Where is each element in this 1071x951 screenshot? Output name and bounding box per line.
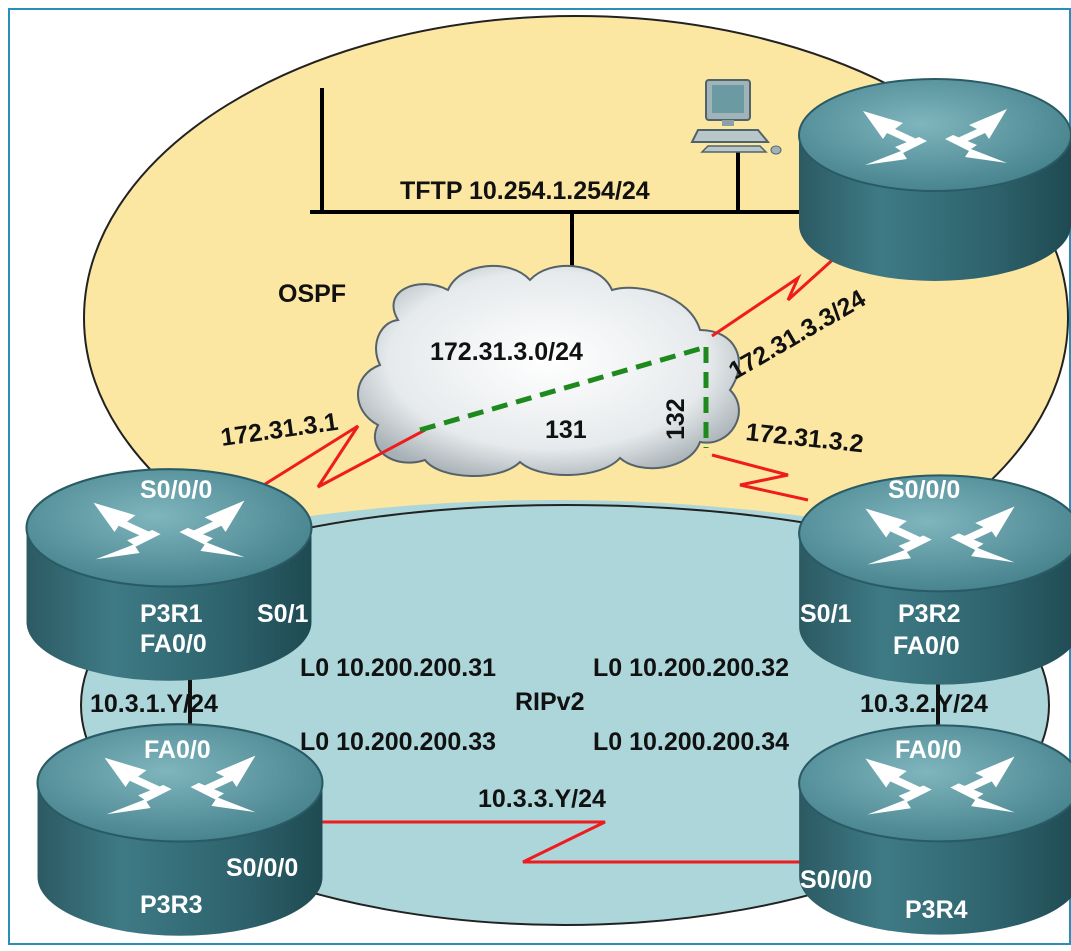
p3r2-s000-label: S0/0/0 (888, 476, 960, 504)
serial-link-r3-r4 (315, 820, 810, 864)
tftp-label: TFTP 10.254.1.254/24 (400, 177, 650, 205)
router-top-icon[interactable] (798, 78, 1071, 282)
r3-r4-net-label: 10.3.3.Y/24 (478, 785, 606, 813)
r1-r3-net-label: 10.3.1.Y/24 (90, 690, 218, 718)
tftp-server-pc-icon[interactable] (690, 79, 782, 155)
tftp-lan (310, 88, 800, 285)
frame-relay-cloud (357, 264, 740, 478)
p3r4-fa00-label: FA0/0 (895, 736, 962, 764)
p3r4-s000-label: S0/0/0 (800, 866, 872, 894)
p3r1-s01-label: S0/1 (257, 600, 309, 628)
r2-loopback-label: L0 10.200.200.32 (593, 654, 789, 682)
serial-link-top-cloud (711, 253, 840, 338)
rip-area-label: RIPv2 (515, 688, 584, 716)
p3r1-fa00-label: FA0/0 (140, 630, 207, 658)
dlci-132-label: 132 (662, 398, 690, 440)
dlci-131-label: 131 (545, 416, 587, 444)
p3r3-name-label: P3R3 (140, 891, 203, 919)
p3r2-name-label: P3R2 (898, 600, 961, 628)
r1-loopback-label: L0 10.200.200.31 (300, 654, 496, 682)
p3r1-name-label: P3R1 (140, 600, 203, 628)
ospf-area-label: OSPF (278, 280, 346, 308)
p3r2-fa00-label: FA0/0 (893, 632, 960, 660)
frame-relay-network-label: 172.31.3.0/24 (430, 338, 583, 366)
p3r2-s01-label: S0/1 (800, 600, 852, 628)
p3r4-name-label: P3R4 (905, 896, 968, 924)
serial-link-r1-cloud (261, 424, 426, 489)
r4-loopback-label: L0 10.200.200.34 (593, 728, 789, 756)
p3r1-s000-label: S0/0/0 (140, 476, 212, 504)
p3r3-fa00-label: FA0/0 (144, 736, 211, 764)
serial-link-r2-cloud (711, 453, 809, 502)
p3r3-s000-label: S0/0/0 (226, 854, 298, 882)
r3-loopback-label: L0 10.200.200.33 (300, 728, 496, 756)
r2-r4-net-label: 10.3.2.Y/24 (860, 690, 988, 718)
